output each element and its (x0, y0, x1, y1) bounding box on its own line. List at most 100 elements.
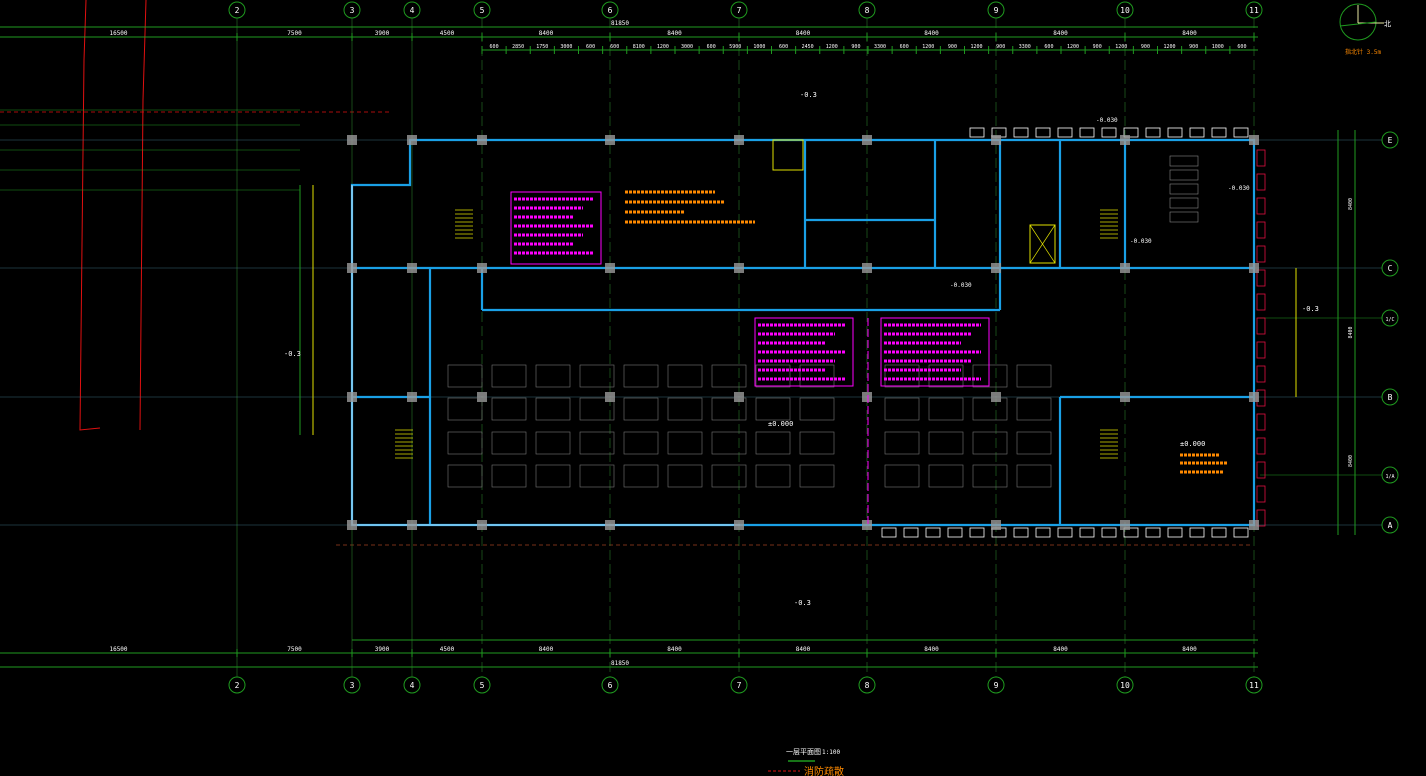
toilet-stall (1169, 211, 1199, 223)
dining-table-set (799, 397, 835, 421)
axis-label: 8 (865, 6, 870, 15)
elevation-right: ±0.000 (1180, 440, 1205, 448)
dining-table-set (799, 464, 835, 488)
axis-label: 6 (608, 681, 613, 690)
dining-table-set (1016, 464, 1052, 488)
dimension-text: 1200 (657, 44, 669, 50)
axis-label: 2 (235, 6, 240, 15)
structural-column (347, 392, 357, 402)
axis-bubble (1245, 676, 1263, 694)
axis-bubble (473, 1, 491, 19)
dining-table-set (972, 364, 1008, 388)
stair (455, 209, 473, 239)
dimension-text: 1000 (753, 44, 765, 50)
dimension-text: 8400 (1182, 30, 1197, 37)
dining-table-set (711, 364, 747, 388)
window (1035, 127, 1051, 138)
dimension-text: 600 (610, 44, 619, 50)
dimension-text: 600 (490, 44, 499, 50)
axis-label: 5 (480, 681, 485, 690)
window (903, 527, 919, 538)
dining-table-set (755, 397, 791, 421)
dining-table-set (623, 431, 659, 455)
axis-label: 8 (865, 681, 870, 690)
elevation-wet-3: -0.030 (1130, 238, 1152, 245)
elevation-wet-4: -0.030 (950, 282, 972, 289)
axis-bubble (858, 1, 876, 19)
dining-table-set (535, 464, 571, 488)
structural-column (605, 520, 615, 530)
structural-column (734, 263, 744, 273)
structural-column (477, 392, 487, 402)
structural-column (862, 520, 872, 530)
axis-label: 5 (480, 6, 485, 15)
window (1211, 527, 1227, 538)
elevation-main: ±0.000 (768, 420, 793, 428)
dimension-text: 1200 (826, 44, 838, 50)
window (1256, 245, 1266, 263)
dimension-text: 3900 (375, 646, 390, 653)
axis-bubble (1245, 1, 1263, 19)
dining-table-set (579, 464, 615, 488)
dining-table-set (447, 397, 483, 421)
axis-label: 9 (994, 6, 999, 15)
axis-label: 1/A (1385, 474, 1394, 480)
site-line (79, 0, 101, 431)
dimension-text: 8400 (1182, 646, 1197, 653)
drawing-title: 一层平面图 (786, 748, 821, 756)
dining-table-set (623, 364, 659, 388)
dimension-text: 1200 (1164, 44, 1176, 50)
window (1256, 341, 1266, 359)
shaft (772, 139, 804, 171)
structural-column (1120, 263, 1130, 273)
dimension-text: 1750 (536, 44, 548, 50)
window (1167, 527, 1183, 538)
axis-bubble (403, 1, 421, 19)
dining-table-set (667, 364, 703, 388)
dimension-text: 3000 (560, 44, 572, 50)
structural-column (991, 135, 1001, 145)
dining-table-set (711, 397, 747, 421)
window (1013, 527, 1029, 538)
structural-column (407, 520, 417, 530)
dining-table-set (928, 397, 964, 421)
structural-column (605, 263, 615, 273)
window (1167, 127, 1183, 138)
axis-label: 7 (737, 681, 742, 690)
axis-bubble (1381, 388, 1399, 406)
dimension-text: 600 (779, 44, 788, 50)
window (969, 127, 985, 138)
axis-label: 4 (410, 6, 415, 15)
dimension-text: 8400 (1348, 455, 1354, 467)
axis-bubble (1381, 516, 1399, 534)
window (1189, 127, 1205, 138)
window (1123, 527, 1139, 538)
dimension-text: 8400 (667, 646, 682, 653)
axis-bubble (1381, 259, 1399, 277)
axis-bubble (1381, 131, 1399, 149)
window (1256, 509, 1266, 527)
window (1256, 269, 1266, 287)
drawing-title-block: 一层平面图 1:100 消防疏散 (768, 748, 844, 776)
axis-bubble (343, 676, 361, 694)
axis-bubble (1381, 466, 1399, 484)
dining-table-set (755, 431, 791, 455)
structural-column (862, 263, 872, 273)
dining-table-set (579, 431, 615, 455)
axis-bubble (343, 1, 361, 19)
window (1256, 437, 1266, 455)
structural-column (477, 520, 487, 530)
elevation-outside-right: -0.3 (1302, 305, 1319, 313)
dimension-text: 7500 (287, 646, 302, 653)
structural-column (1249, 263, 1259, 273)
dimension-text: 3300 (874, 44, 886, 50)
window (1256, 173, 1266, 191)
dimension-text: 8400 (539, 646, 554, 653)
dining-table-set (711, 464, 747, 488)
window (1256, 365, 1266, 383)
axis-label: 3 (350, 681, 355, 690)
axis-label: 1/C (1385, 317, 1394, 323)
site-line (139, 0, 147, 431)
window (1057, 527, 1073, 538)
stair (395, 429, 413, 459)
